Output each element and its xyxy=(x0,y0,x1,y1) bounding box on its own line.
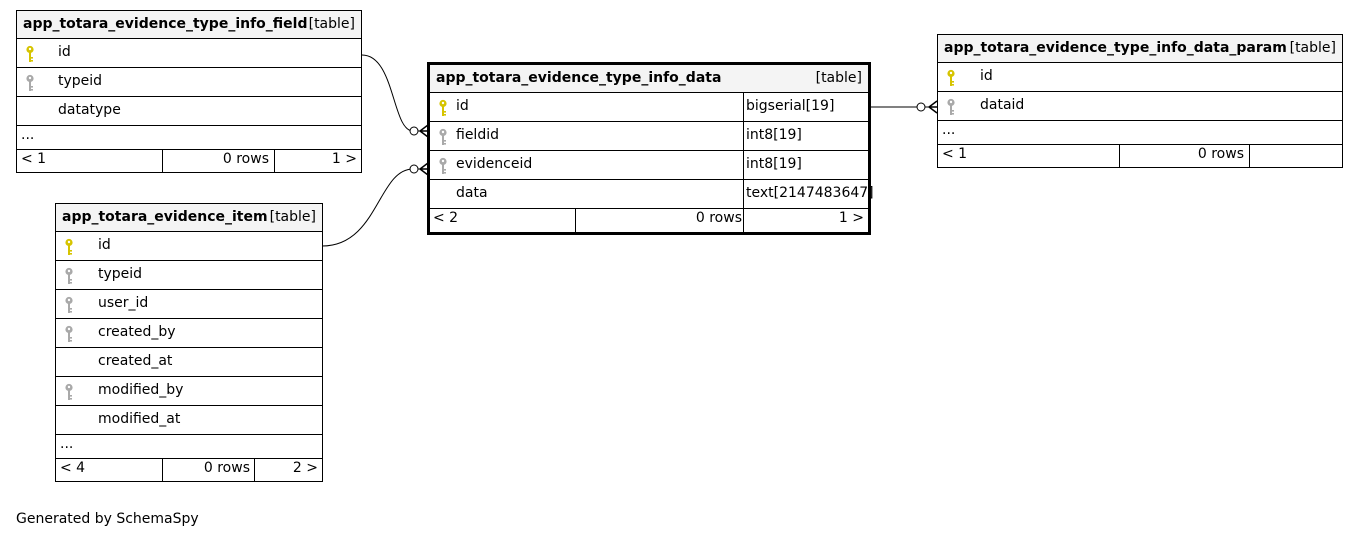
table-name: app_totara_evidence_item xyxy=(62,209,268,225)
column-name: datatype xyxy=(58,102,121,118)
column-name: data xyxy=(456,185,488,201)
column-row[interactable]: modified_at xyxy=(56,406,322,435)
connector-optional-marker xyxy=(409,164,419,174)
column-name: modified_at xyxy=(98,411,181,427)
column-name: created_at xyxy=(98,353,173,369)
column-row[interactable]: evidenceid int8[19] xyxy=(430,151,868,180)
table-evidence-item[interactable]: app_totara_evidence_item [table] id type… xyxy=(55,203,323,482)
children-count[interactable]: 1 > xyxy=(838,210,864,226)
rows-count: 0 rows xyxy=(695,210,742,226)
children-count[interactable]: 2 > xyxy=(292,460,318,476)
connector-optional-marker xyxy=(409,126,419,136)
connector-crowfoot-marker xyxy=(418,124,429,138)
primary-key-icon xyxy=(438,99,448,117)
column-name: user_id xyxy=(98,295,149,311)
column-name: typeid xyxy=(58,73,103,89)
column-row[interactable]: id xyxy=(938,63,1342,92)
table-evidence-type-info-data-param[interactable]: app_totara_evidence_type_info_data_param… xyxy=(937,34,1343,168)
foreign-key-icon xyxy=(64,383,74,401)
foreign-key-icon xyxy=(25,74,35,92)
column-name: id xyxy=(456,98,469,114)
column-name: dataid xyxy=(980,97,1025,113)
parents-count[interactable]: < 4 xyxy=(60,460,86,476)
table-header: app_totara_evidence_item [table] xyxy=(56,204,322,232)
column-row[interactable]: typeid xyxy=(56,261,322,290)
more-columns: ... xyxy=(56,435,322,459)
column-type: text[2147483647] xyxy=(746,185,874,201)
parents-count[interactable]: < 1 xyxy=(21,151,47,167)
connector-crowfoot-marker xyxy=(418,162,429,176)
column-name: created_by xyxy=(98,324,176,340)
column-row[interactable]: datatype xyxy=(17,97,361,126)
table-footer: < 1 0 rows 1 > xyxy=(17,150,361,172)
column-type: int8[19] xyxy=(746,156,802,172)
table-name: app_totara_evidence_type_info_data xyxy=(436,70,722,86)
primary-key-icon xyxy=(946,69,956,87)
column-name: id xyxy=(58,44,71,60)
table-kind: [table] xyxy=(308,16,355,32)
table-header: app_totara_evidence_type_info_data [tabl… xyxy=(430,65,868,93)
table-name: app_totara_evidence_type_info_data_param xyxy=(944,40,1287,56)
column-name: typeid xyxy=(98,266,143,282)
parents-count[interactable]: < 2 xyxy=(433,210,459,226)
column-type: bigserial[19] xyxy=(746,98,835,114)
foreign-key-icon xyxy=(64,296,74,314)
table-kind: [table] xyxy=(269,209,316,225)
primary-key-icon xyxy=(64,238,74,256)
column-row[interactable]: created_at xyxy=(56,348,322,377)
foreign-key-icon xyxy=(64,267,74,285)
connector-optional-marker xyxy=(916,102,926,112)
connector-crowfoot-marker xyxy=(927,100,938,114)
table-footer: < 4 0 rows 2 > xyxy=(56,459,322,481)
column-name: evidenceid xyxy=(456,156,533,172)
more-columns: ... xyxy=(938,121,1342,145)
column-row[interactable]: modified_by xyxy=(56,377,322,406)
foreign-key-icon xyxy=(438,128,448,146)
table-header: app_totara_evidence_type_info_field [tab… xyxy=(17,11,361,39)
children-count[interactable]: 1 > xyxy=(331,151,357,167)
table-kind: [table] xyxy=(815,70,862,86)
rows-count: 0 rows xyxy=(203,460,250,476)
table-header: app_totara_evidence_type_info_data_param… xyxy=(938,35,1342,63)
more-columns: ... xyxy=(17,126,361,150)
column-type: int8[19] xyxy=(746,127,802,143)
parents-count[interactable]: < 1 xyxy=(942,146,968,162)
column-row[interactable]: user_id xyxy=(56,290,322,319)
column-name: modified_by xyxy=(98,382,184,398)
foreign-key-icon xyxy=(64,325,74,343)
table-evidence-type-info-data[interactable]: app_totara_evidence_type_info_data [tabl… xyxy=(427,62,874,235)
connector-item-to-data xyxy=(321,168,428,247)
column-row[interactable]: data text[2147483647] xyxy=(430,180,874,209)
column-name: id xyxy=(980,68,993,84)
primary-key-icon xyxy=(25,45,35,63)
foreign-key-icon xyxy=(438,157,448,175)
table-name: app_totara_evidence_type_info_field xyxy=(23,16,308,32)
table-footer: < 2 0 rows 1 > xyxy=(430,209,868,232)
column-name: fieldid xyxy=(456,127,499,143)
column-row[interactable]: typeid xyxy=(17,68,361,97)
rows-count: 0 rows xyxy=(1197,146,1244,162)
table-footer: < 1 0 rows xyxy=(938,145,1342,167)
column-row[interactable]: created_by xyxy=(56,319,322,348)
table-evidence-type-info-field[interactable]: app_totara_evidence_type_info_field [tab… xyxy=(16,10,362,173)
generated-by-footer: Generated by SchemaSpy xyxy=(16,511,199,527)
column-row[interactable]: id xyxy=(17,39,361,68)
connector-field-to-data xyxy=(361,54,428,132)
column-row[interactable]: id xyxy=(56,232,322,261)
table-kind: [table] xyxy=(1289,40,1336,56)
foreign-key-icon xyxy=(946,98,956,116)
column-row[interactable]: id bigserial[19] xyxy=(430,93,868,122)
rows-count: 0 rows xyxy=(222,151,269,167)
column-row[interactable]: fieldid int8[19] xyxy=(430,122,868,151)
column-name: id xyxy=(98,237,111,253)
column-row[interactable]: dataid xyxy=(938,92,1342,121)
